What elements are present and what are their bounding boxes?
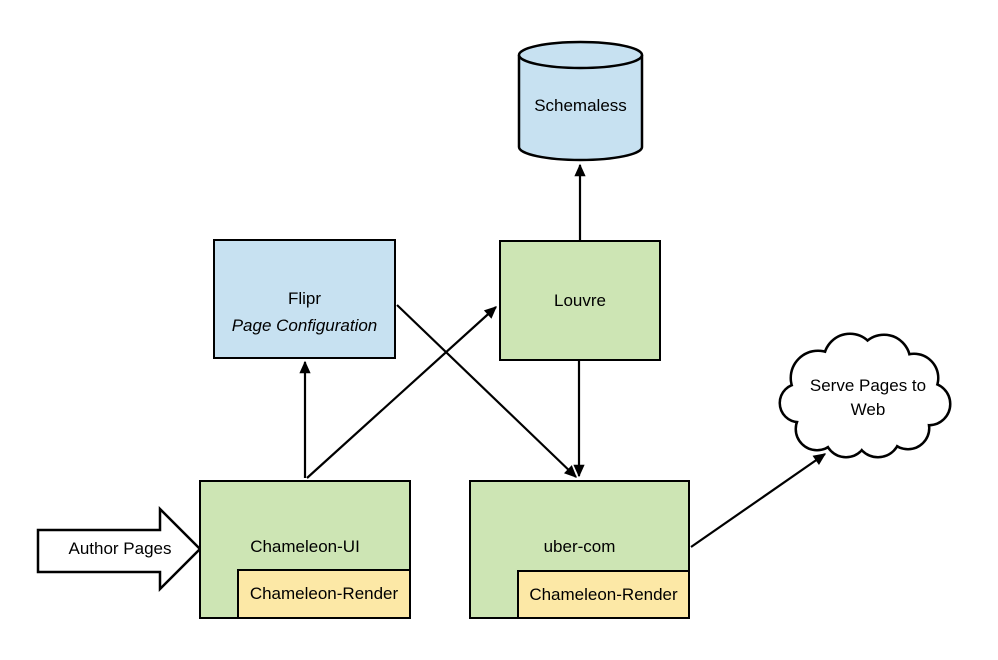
louvre-label: Louvre [554,290,606,310]
uber-com-render-label: Chameleon-Render [529,584,678,604]
edge-chameleon-ui-to-louvre [306,306,497,479]
serve-web-cloud-shape [778,332,952,459]
node-flipr: Flipr Page Configuration [213,239,396,359]
schemaless-cylinder-shape [517,40,644,162]
chameleon-ui-render-label: Chameleon-Render [249,584,399,603]
node-chameleon-ui-render: Chameleon-Render [237,569,411,619]
edge-flipr-to-uber-com [396,304,577,478]
node-louvre: Louvre [499,240,661,361]
cylinder-top [517,40,644,70]
edge-uber-com-to-serve-web [690,453,827,548]
node-uber-com-render: Chameleon-Render [517,570,690,619]
author-pages-block-arrow [36,505,202,593]
cylinder-body [517,55,644,162]
flipr-label: Flipr [287,288,322,308]
flipr-sublabel: Page Configuration [231,315,378,335]
